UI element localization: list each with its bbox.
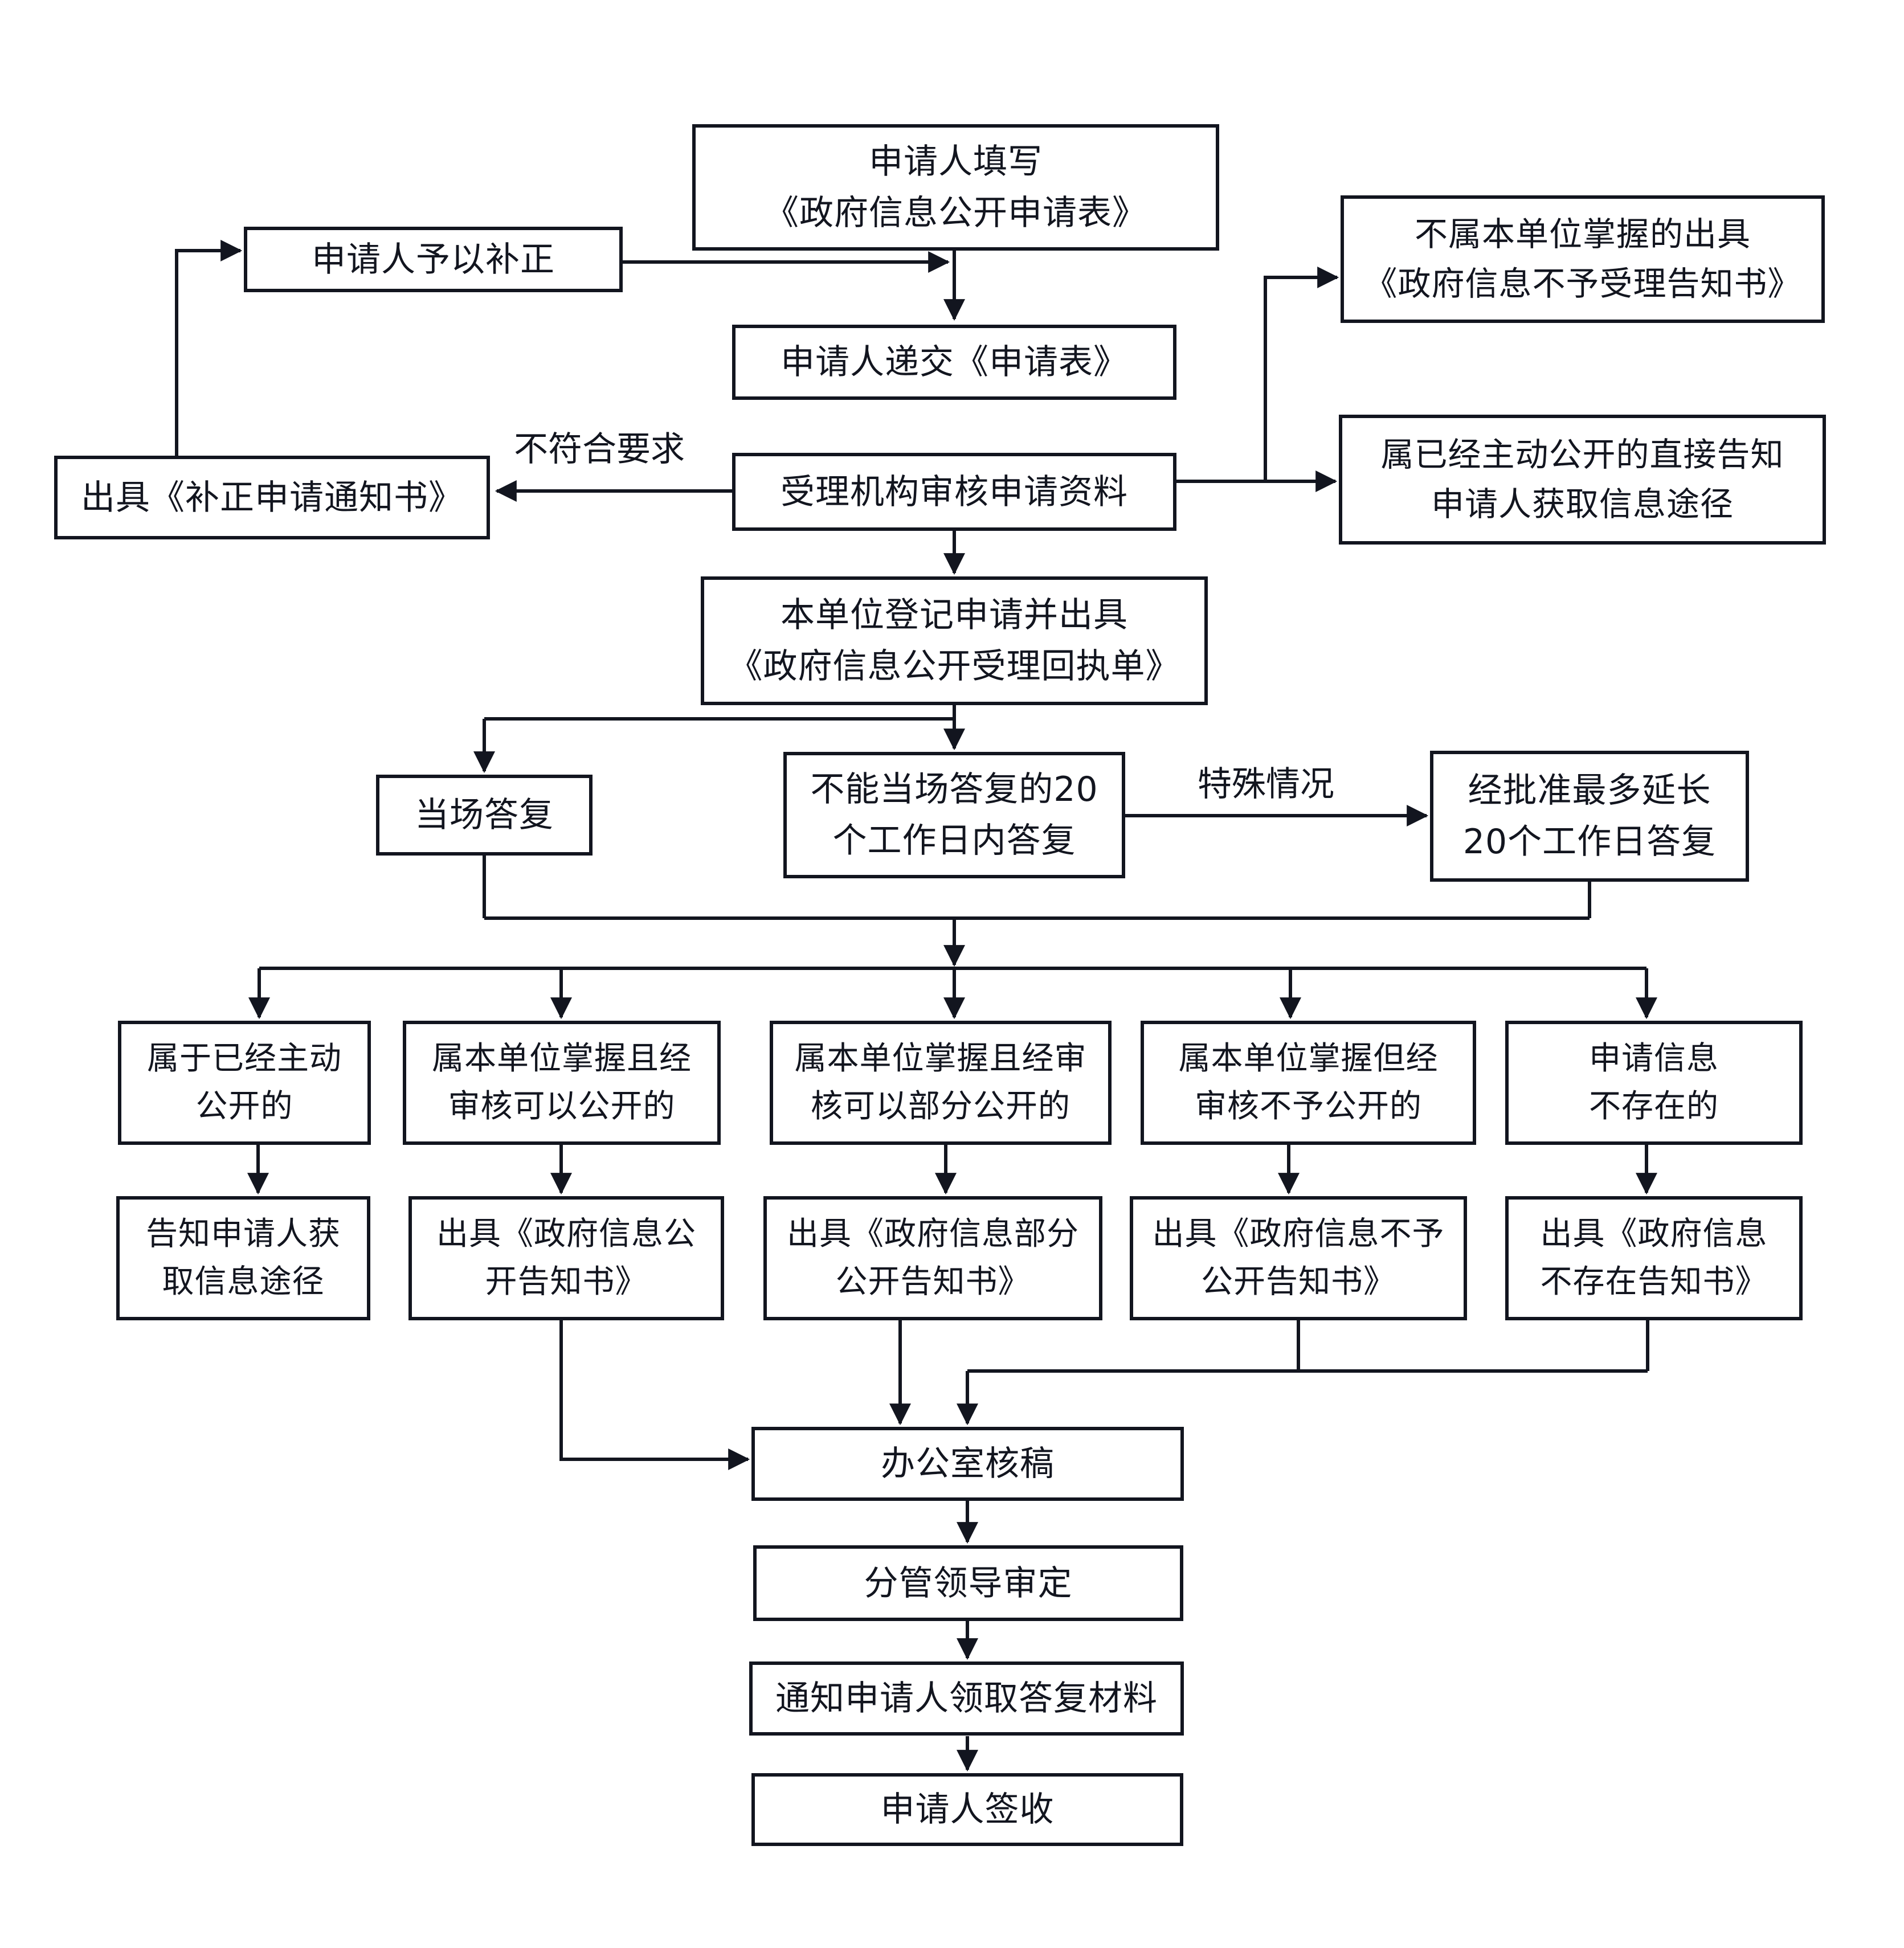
- node-reply-within-20-days: 不能当场答复的20 个工作日内答复: [783, 752, 1125, 878]
- node-branch-info-not-exist: 申请信息 不存在的: [1505, 1021, 1803, 1145]
- node-extend-20-days: 经批准最多延长 20个工作日答复: [1430, 751, 1749, 882]
- node-disclosure-notice: 出具《政府信息公 开告知书》: [408, 1196, 724, 1320]
- node-review-application-materials: 受理机构审核申请资料: [732, 453, 1176, 531]
- edge-label-unqualified: 不符合要求: [514, 429, 685, 469]
- node-office-review-draft: 办公室核稿: [751, 1427, 1184, 1501]
- node-notify-collect-reply: 通知申请人领取答复材料: [749, 1661, 1184, 1736]
- node-correction-notice: 出具《补正申请通知书》: [54, 456, 490, 539]
- edge-label-special-case: 特殊情况: [1198, 764, 1334, 804]
- node-branch-partial-disclose: 属本单位掌握且经审 核可以部分公开的: [770, 1021, 1112, 1145]
- node-branch-already-public: 属于已经主动 公开的: [118, 1021, 371, 1145]
- node-applicant-sign: 申请人签收: [751, 1773, 1183, 1846]
- node-not-exist-notice: 出具《政府信息 不存在告知书》: [1505, 1196, 1803, 1320]
- node-submit-application-form: 申请人递交《申请表》: [732, 325, 1176, 400]
- node-fill-application-form: 申请人填写 《政府信息公开申请表》: [692, 124, 1219, 251]
- node-already-public-inform: 属已经主动公开的直接告知 申请人获取信息途径: [1339, 415, 1826, 545]
- node-branch-can-disclose: 属本单位掌握且经 审核可以公开的: [403, 1021, 721, 1145]
- node-register-and-receipt: 本单位登记申请并出具 《政府信息公开受理回执单》: [701, 576, 1208, 705]
- node-leader-approval: 分管领导审定: [753, 1545, 1183, 1621]
- node-branch-no-disclose: 属本单位掌握但经 审核不予公开的: [1141, 1021, 1476, 1145]
- node-applicant-supplement: 申请人予以补正: [244, 227, 623, 292]
- node-partial-disclosure-notice: 出具《政府信息部分 公开告知书》: [763, 1196, 1102, 1320]
- node-inform-access-way: 告知申请人获 取信息途径: [116, 1196, 370, 1320]
- node-non-disclosure-notice: 出具《政府信息不予 公开告知书》: [1130, 1196, 1467, 1320]
- node-onspot-reply: 当场答复: [376, 775, 593, 856]
- node-not-held-refuse-notice: 不属本单位掌握的出具 《政府信息不予受理告知书》: [1341, 195, 1825, 323]
